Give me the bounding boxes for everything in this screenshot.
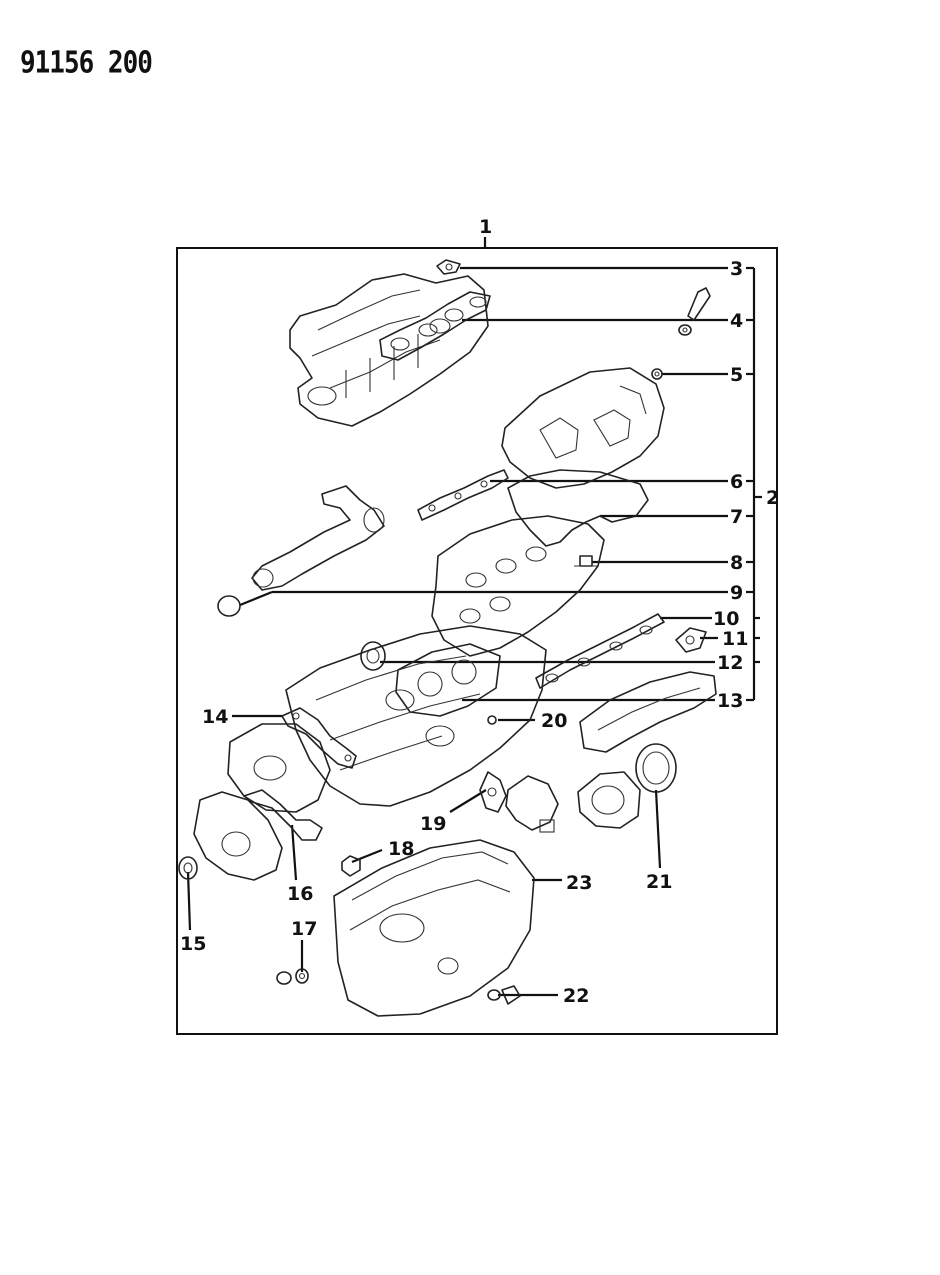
part-16-gasket (243, 789, 323, 841)
part-7-gasket-loop (507, 469, 649, 547)
part-3-gasket (436, 259, 461, 275)
part-14-gasket (281, 707, 357, 769)
callout-1: 1 (479, 216, 492, 238)
bracket-2 (746, 266, 762, 702)
bolt-and-washer (678, 287, 711, 336)
callout-12: 12 (717, 652, 743, 674)
callout-13: 13 (717, 690, 743, 712)
leader-lines (186, 266, 728, 997)
callout-15: 15 (180, 933, 206, 955)
intake-manifold (289, 273, 489, 427)
part-20-plug (487, 715, 497, 725)
callout-19: 19 (420, 813, 446, 835)
part-8-fitting (574, 555, 598, 567)
callout-21: 21 (646, 871, 672, 893)
callout-11: 11 (722, 628, 748, 650)
callout-7: 7 (730, 506, 743, 528)
valve-cover (501, 367, 665, 489)
callout-23: 23 (566, 872, 592, 894)
water-pipe (251, 485, 385, 591)
part-23-oil-pan (333, 839, 535, 1017)
timing-cover (227, 723, 331, 813)
part-15-oil-seal (178, 856, 198, 880)
front-cover (193, 791, 283, 881)
callout-10: 10 (713, 608, 739, 630)
part-17-plugs (276, 968, 309, 985)
part-6-gasket (417, 469, 509, 521)
callout-8: 8 (730, 552, 743, 574)
engine-block (285, 625, 547, 807)
rear-seal-retainer (577, 771, 641, 829)
part-22-drain-plug (487, 985, 521, 1005)
part-13-head-gasket (395, 643, 501, 717)
callout-6: 6 (730, 471, 743, 493)
exhaust-manifold (579, 671, 717, 753)
kit-frame (176, 247, 778, 1035)
part-9-o-ring (217, 595, 241, 617)
part-21-rear-seal (635, 743, 677, 793)
callout-18: 18 (388, 838, 414, 860)
callout-17: 17 (291, 918, 317, 940)
part-5-seal (651, 368, 663, 380)
cylinder-head (431, 515, 605, 657)
callout-2: 2 (766, 487, 779, 509)
part-11-flange-gasket (675, 627, 707, 653)
part-10-gasket (535, 613, 665, 689)
callout-22: 22 (563, 985, 589, 1007)
callout-14: 14 (202, 706, 228, 728)
callout-9: 9 (730, 582, 743, 604)
part-18-nut (341, 855, 361, 877)
callout-16: 16 (287, 883, 313, 905)
callout-5: 5 (730, 364, 743, 386)
thermostat-housing (505, 775, 559, 833)
part-4-manifold-gasket (379, 291, 491, 361)
document-code: 91156 200 (20, 46, 153, 81)
part-19-gasket (479, 771, 507, 813)
callout-20: 20 (541, 710, 567, 732)
callout-4: 4 (730, 310, 743, 332)
callout-3: 3 (730, 258, 743, 280)
